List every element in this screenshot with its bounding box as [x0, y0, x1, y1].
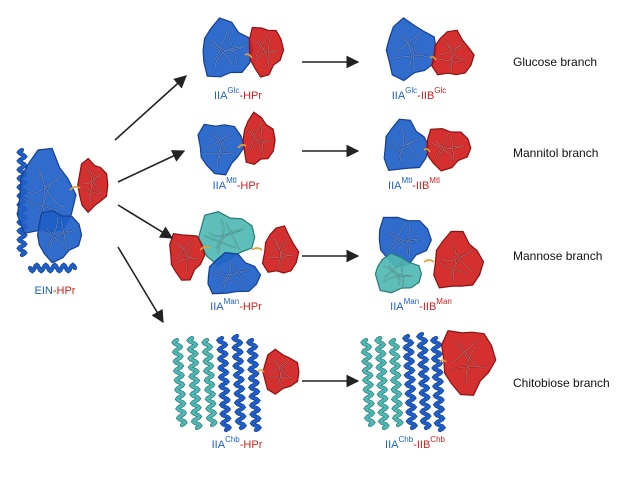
complex-label-man-iib: IIAMan-IIBMan [390, 297, 452, 314]
complex-label-glc-hpr: IIAGlc-HPr [213, 86, 263, 103]
complex-label-chb-hpr: IIAChb-HPr [211, 435, 263, 452]
branch-label-mannitol: Mannitol branch [513, 146, 599, 160]
complex-label-man-hpr: IIAMan-HPr [210, 297, 262, 314]
mtl-iib-structure [383, 118, 472, 172]
arrow-ein-to-mannose [117, 204, 174, 239]
man-iib-structure [374, 216, 485, 294]
branch-label-chitobiose: Chitobiose branch [513, 376, 610, 390]
arrow-ein-to-glucose [114, 75, 187, 141]
glc-hpr-structure [202, 17, 285, 78]
pathway-arrows [114, 55, 360, 388]
chb-iib-structure [360, 330, 497, 433]
complex-label-chb-iib: IIAChb-IIBChb [385, 435, 445, 452]
branch-label-glucose: Glucose branch [513, 55, 598, 69]
complex-label-glc-iib: IIAGlc-IIBGlc [391, 86, 447, 103]
man-hpr-structure [169, 211, 300, 295]
branch-label-mannose: Mannose branch [513, 249, 603, 263]
arrow-ein-to-mannitol [117, 150, 186, 183]
mtl-hpr-structure [197, 111, 276, 176]
arrow-ein-to-chitobiose [117, 246, 164, 324]
ein-hpr-label: EIN-HPr [34, 285, 76, 297]
glc-iib-structure [385, 17, 475, 82]
ein-hpr-structure [16, 147, 109, 274]
protein-structures [16, 17, 497, 433]
chb-hpr-structure [171, 333, 300, 433]
complex-label-mtl-iib: IIAMtl-IIBMtl [388, 176, 440, 193]
complex-label-mtl-hpr: IIAMtl-HPr [212, 176, 260, 193]
